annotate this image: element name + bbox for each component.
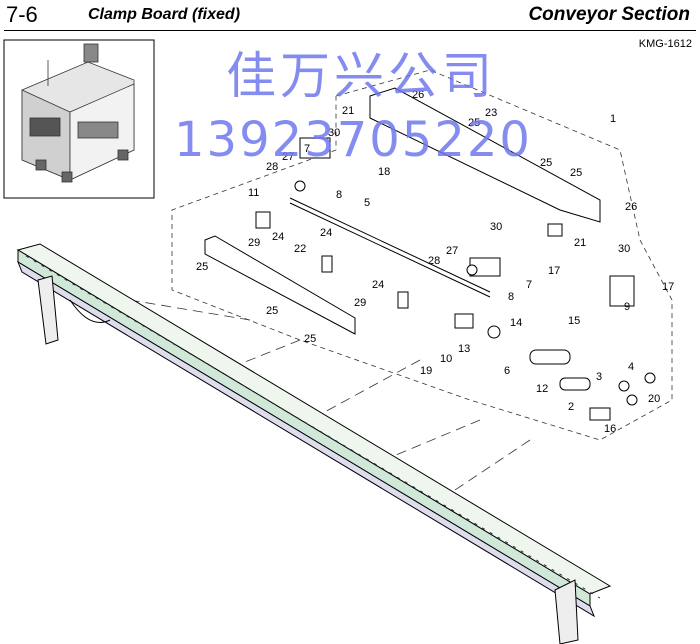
conveyor-rail <box>16 243 612 644</box>
callout-8b: 8 <box>508 291 514 303</box>
part-14 <box>487 325 501 339</box>
callout-14: 14 <box>510 317 522 329</box>
cylinder-12 <box>559 377 591 391</box>
block-24c <box>397 291 409 309</box>
clamp-plates <box>204 87 656 421</box>
callout-10: 10 <box>440 353 452 365</box>
callout-16: 16 <box>604 423 616 435</box>
callout-27a: 27 <box>282 151 294 163</box>
callout-24b: 24 <box>320 227 332 239</box>
callout-30c: 30 <box>618 243 630 255</box>
header-rule <box>4 30 696 31</box>
callout-2: 2 <box>568 401 574 413</box>
machine-overview-thumbnail <box>3 39 155 199</box>
callout-13: 13 <box>458 343 470 355</box>
callout-17b: 17 <box>662 281 674 293</box>
callout-21a: 21 <box>342 105 354 117</box>
leader-lines <box>129 299 531 501</box>
callout-7a: 7 <box>304 143 310 155</box>
callout-labels: 1 26 23 25 21 30 7 18 27 28 8 25 25 26 1… <box>196 89 674 435</box>
callout-24c: 24 <box>372 279 384 291</box>
clamp-board-1 <box>369 87 601 223</box>
callout-7b: 7 <box>526 279 532 291</box>
callout-25c: 25 <box>570 167 582 179</box>
callout-28b: 28 <box>428 255 440 267</box>
callout-24a: 24 <box>272 231 284 243</box>
callout-26a: 26 <box>412 89 424 101</box>
part-28b <box>466 264 478 276</box>
callout-25b: 25 <box>540 157 552 169</box>
callout-4: 4 <box>628 361 634 373</box>
callout-5: 5 <box>364 197 370 209</box>
callout-8a: 8 <box>336 189 342 201</box>
callout-3: 3 <box>596 371 602 383</box>
callout-22: 22 <box>294 243 306 255</box>
callout-25d: 25 <box>196 261 208 273</box>
page-header: 7-6 Clamp Board (fixed) Conveyor Section <box>0 0 700 32</box>
part-3 <box>618 380 630 392</box>
callout-23: 23 <box>485 107 497 119</box>
callout-25e: 25 <box>266 305 278 317</box>
cylinder-6 <box>529 349 571 365</box>
callout-1: 1 <box>610 113 616 125</box>
callout-19: 19 <box>420 365 432 377</box>
callout-25a: 25 <box>468 117 480 129</box>
shaft-5 <box>289 197 491 293</box>
callout-29a: 29 <box>248 237 260 249</box>
callout-26b: 26 <box>625 201 637 213</box>
callout-9: 9 <box>624 301 630 313</box>
page-title: Clamp Board (fixed) <box>88 6 241 23</box>
callout-30b: 30 <box>490 221 502 233</box>
block-2 <box>589 407 611 421</box>
watermark-name: 佳万兴公司 <box>226 47 496 105</box>
callout-30a: 30 <box>328 127 340 139</box>
callout-21b: 21 <box>574 237 586 249</box>
callout-29b: 29 <box>354 297 366 309</box>
callout-12: 12 <box>536 383 548 395</box>
block-21 <box>547 223 563 237</box>
block-13 <box>454 313 474 329</box>
section-number: 7-6 <box>6 2 38 27</box>
callout-15: 15 <box>568 315 580 327</box>
callout-25f: 25 <box>304 333 316 345</box>
section-name: Conveyor Section <box>528 4 690 25</box>
bracket-18 <box>299 137 331 159</box>
plate-22 <box>204 235 356 335</box>
drawing-code: KMG-1612 <box>638 38 692 50</box>
callout-17a: 17 <box>548 265 560 277</box>
part-20 <box>626 394 638 406</box>
part-4 <box>644 372 656 384</box>
callout-11: 11 <box>248 187 259 199</box>
block-24a <box>255 211 271 229</box>
part-28a <box>294 180 306 192</box>
callout-20: 20 <box>648 393 660 405</box>
callout-18: 18 <box>378 166 390 178</box>
watermark-phone: 13923705220 <box>174 112 532 168</box>
callout-28a: 28 <box>266 161 278 173</box>
callout-6: 6 <box>504 365 510 377</box>
bracket-9 <box>609 275 635 307</box>
assembly-boundary <box>171 69 673 441</box>
block-24b <box>321 255 333 273</box>
callout-27b: 27 <box>446 245 458 257</box>
